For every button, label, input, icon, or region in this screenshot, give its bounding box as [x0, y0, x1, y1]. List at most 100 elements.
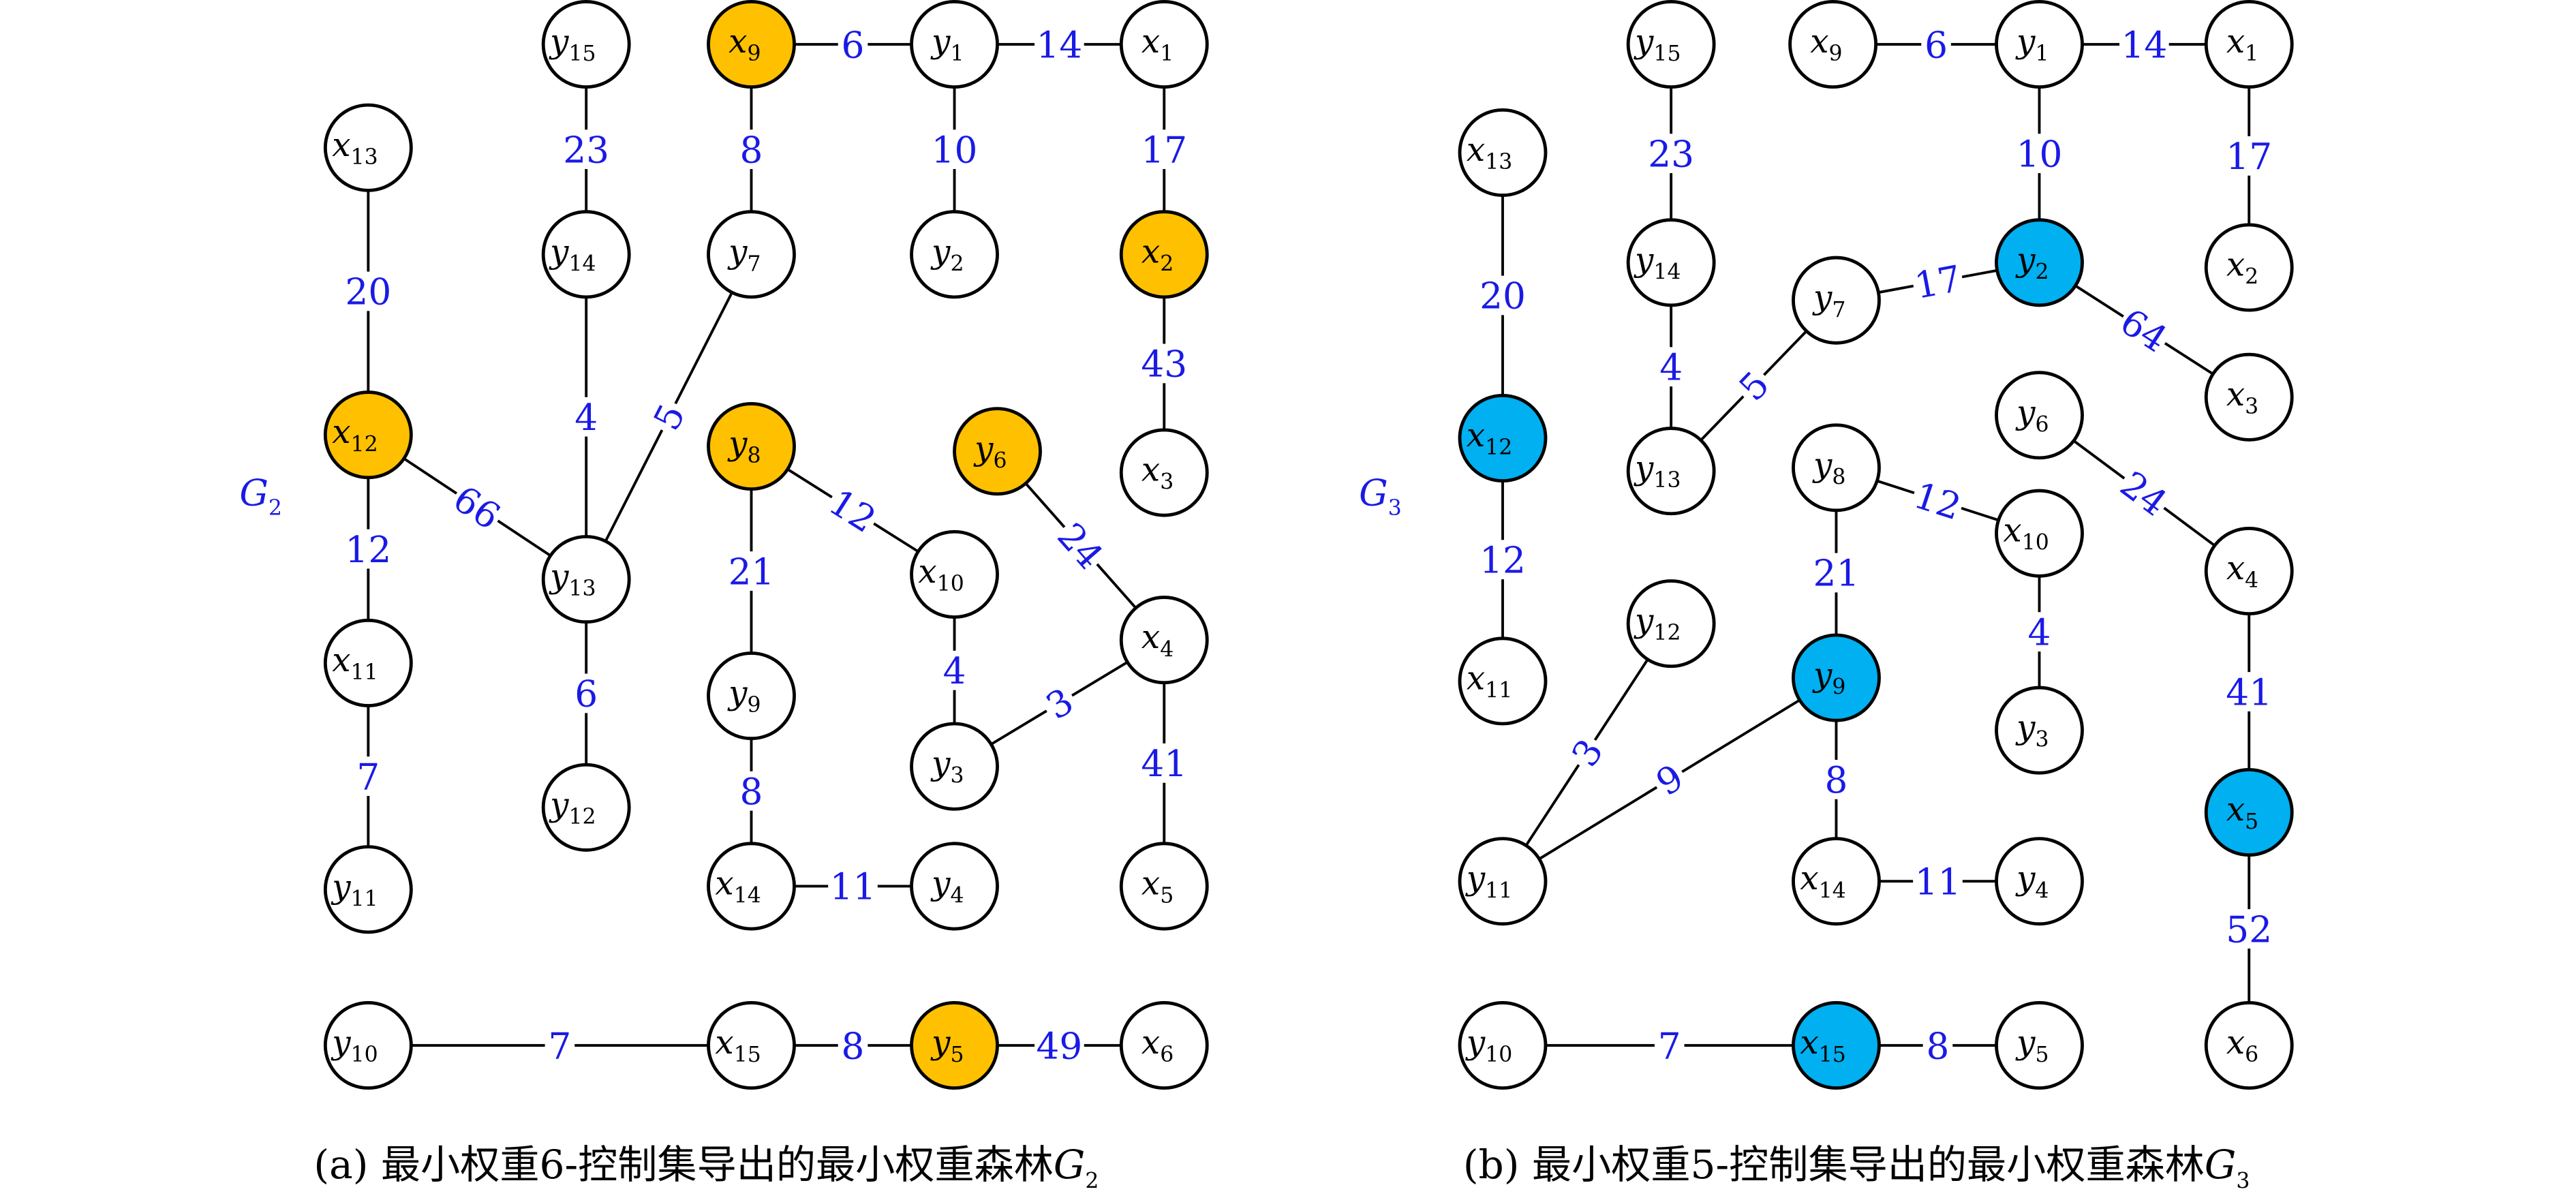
node-x1: x1: [2204, 0, 2294, 89]
edge-x14-y4: 11: [1836, 861, 2040, 904]
node-circle: [323, 618, 413, 707]
edge-x1-x2: 17: [1139, 44, 1189, 255]
node-label: y10: [1465, 1024, 1512, 1067]
node-label: x3: [2226, 375, 2258, 419]
node-circle-highlighted: [1792, 1001, 1881, 1090]
node-x14: x14: [1792, 837, 1881, 926]
node-circle: [1119, 428, 1209, 517]
edge-weight-bg: [445, 477, 509, 538]
node-circle: [1995, 686, 2084, 775]
edge-weight-bg: [1811, 553, 1861, 593]
node-circle-highlighted: [910, 1001, 999, 1090]
edge-weight-label: 11: [830, 866, 876, 908]
edge-weight-bg: [1034, 1026, 1084, 1065]
edge-weight-bg: [343, 529, 393, 569]
edge-weight-bg: [821, 480, 885, 540]
edge-weight-label: 10: [932, 129, 978, 172]
edge-weight-label: 24: [2113, 463, 2175, 525]
edge-weight-bg: [2224, 909, 2274, 949]
node-label: y9: [727, 674, 761, 718]
node-y2: y2: [1995, 218, 2084, 307]
node-y1: y1: [1995, 0, 2084, 89]
node-label: y12: [1634, 602, 1681, 645]
node-x12: x12: [1458, 393, 1548, 483]
node-circle: [1792, 837, 1881, 926]
node-circle: [910, 529, 999, 619]
node-circle: [910, 210, 999, 299]
node-y14: y14: [1626, 218, 1716, 307]
node-y5: y5: [910, 1001, 999, 1090]
node-x5: x5: [1119, 842, 1209, 931]
edge-weight-bg: [828, 866, 878, 906]
node-label: x4: [2226, 549, 2258, 593]
edge-weight-label: 11: [1915, 861, 1961, 904]
panel-b-graph-name: G3: [1359, 472, 1402, 521]
edge-weight-label: 8: [1927, 1025, 1950, 1067]
edge-weight-bg: [736, 771, 767, 811]
node-circle: [1458, 837, 1548, 926]
node-circle-highlighted: [1119, 210, 1209, 299]
edge-weight-bg: [1139, 743, 1189, 783]
node-circle: [707, 651, 796, 741]
node-x2: x2: [1119, 210, 1209, 299]
node-x5: x5: [2204, 768, 2294, 857]
edge-x13-x12: 20: [1477, 152, 1528, 438]
node-label: x3: [1141, 451, 1174, 495]
edge-y13-y12: 6: [571, 579, 601, 808]
node-circle: [910, 722, 999, 811]
node-circle: [910, 842, 999, 931]
node-label: y7: [1812, 279, 1845, 322]
node-x3: x3: [2204, 352, 2294, 442]
node-y3: y3: [1995, 686, 2084, 775]
node-x9: x9: [707, 0, 796, 89]
node-label: x1: [2226, 22, 2258, 66]
node-circle: [1626, 218, 1716, 307]
edge-weight-label: 6: [842, 24, 865, 66]
edge-weight-bg: [1036, 678, 1083, 728]
edge-weight-bg: [930, 129, 979, 170]
edge-weight-label: 7: [356, 756, 380, 799]
edge-weight-label: 20: [1479, 275, 1526, 318]
node-circle: [1119, 0, 1209, 89]
node-y7: y7: [707, 210, 796, 299]
node-label: y8: [1812, 446, 1845, 490]
node-circle: [541, 210, 631, 299]
edge-weight-bg: [1907, 474, 1968, 527]
node-x4: x4: [2204, 527, 2294, 616]
node-x11: x11: [323, 618, 413, 707]
edge-weight-label: 4: [943, 650, 966, 692]
node-label: x12: [1467, 416, 1512, 460]
edge-weight-label: 66: [446, 478, 508, 538]
node-circle: [1995, 837, 2084, 926]
edge-weight-label: 8: [740, 129, 763, 172]
node-x6: x6: [1119, 1001, 1209, 1090]
edge-weight-bg: [1729, 361, 1779, 410]
node-label: y3: [930, 745, 964, 788]
edge-weight-bg: [2224, 136, 2274, 176]
node-label: y4: [2015, 859, 2049, 903]
node-circle: [323, 1001, 413, 1090]
node-y10: y10: [1458, 1001, 1548, 1090]
node-label: y10: [331, 1024, 378, 1067]
node-label: x13: [332, 126, 378, 170]
node-label: y13: [1634, 449, 1681, 493]
node-label: y14: [549, 232, 596, 276]
edge-y10-x15: 7: [368, 1025, 752, 1067]
edge-y1-x1: 14: [954, 24, 1165, 66]
node-label: y11: [331, 867, 378, 911]
node-circle: [1458, 636, 1548, 726]
node-circle-highlighted: [707, 0, 796, 89]
node-label: y12: [549, 786, 596, 829]
node-circle: [541, 535, 631, 624]
node-circle: [707, 842, 796, 931]
node-x13: x13: [1458, 108, 1548, 197]
node-label: x10: [2003, 512, 2049, 555]
edge-weight-label: 64: [2113, 301, 2175, 360]
edge-weight-bg: [1821, 760, 1852, 799]
node-circle: [2204, 527, 2294, 616]
node-y9: y9: [707, 651, 796, 741]
edge-weight-bg: [2113, 300, 2176, 360]
node-circle-highlighted: [707, 402, 796, 491]
